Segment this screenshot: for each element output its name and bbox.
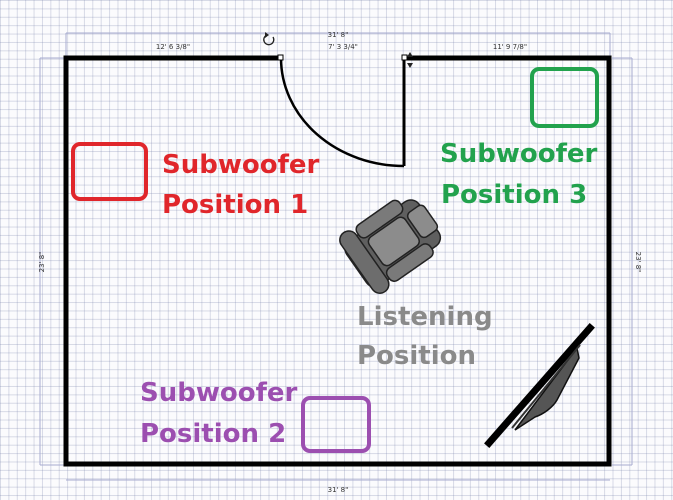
sub1-label-line1: Subwoofer (162, 150, 320, 180)
dim-total-width-bottom: 31' 8" (328, 486, 349, 494)
sub3-label-line1: Subwoofer (440, 139, 598, 169)
dimension-guides (39, 32, 633, 481)
subwoofer-position-1-box[interactable] (71, 142, 148, 201)
dim-left-wall-segment: 12' 6 3/8" (156, 43, 190, 51)
listening-label-line2: Position (357, 341, 476, 371)
dim-total-width-top: 31' 8" (328, 31, 349, 39)
room-walls (63, 55, 612, 467)
sub1-label-line2: Position 1 (162, 190, 308, 220)
armchair-icon[interactable] (335, 186, 451, 297)
sub2-label-line1: Subwoofer (140, 378, 298, 408)
sub2-label-line2: Position 2 (140, 419, 286, 449)
tv-icon[interactable] (484, 323, 595, 448)
dim-door-opening: 7' 3 3/4" (328, 43, 358, 51)
subwoofer-position-2-box[interactable] (301, 396, 371, 453)
door[interactable] (277, 54, 408, 168)
resize-handle[interactable] (407, 52, 413, 68)
sub3-label-line2: Position 3 (441, 180, 587, 210)
dim-height-right: 23' 8" (634, 252, 642, 273)
dim-height-left: 23' 8" (38, 252, 46, 273)
rotate-icon[interactable] (263, 32, 275, 46)
dim-right-wall-segment: 11' 9 7/8" (493, 43, 527, 51)
listening-label-line1: Listening (357, 302, 493, 332)
subwoofer-position-3-box[interactable] (530, 67, 599, 128)
